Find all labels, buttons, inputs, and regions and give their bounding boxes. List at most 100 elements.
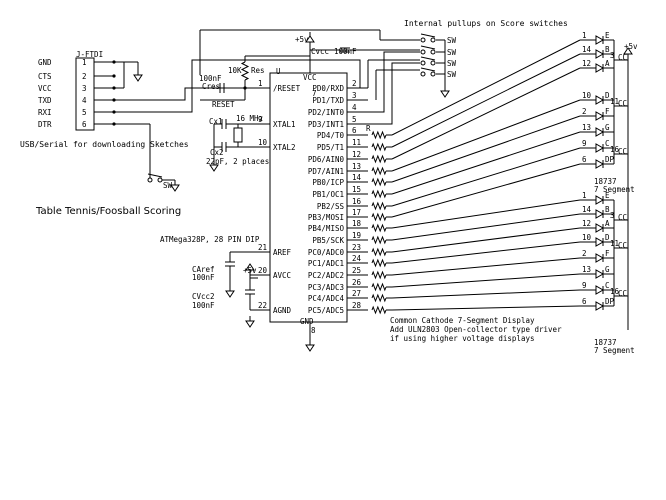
segment-pin-number: 1: [582, 31, 587, 40]
cvcc-value: 100nF: [334, 47, 357, 56]
segment-letter: C: [605, 139, 610, 148]
mcu-pin-number: 20: [258, 266, 268, 275]
reset-switch-ground: [170, 184, 180, 192]
ftdi-pin-number: 6: [82, 120, 87, 129]
segment-pin-number: 9: [582, 139, 587, 148]
mcu-chip: [269, 72, 348, 323]
mcu-pin-number: 11: [352, 138, 361, 147]
display-plus5v: +5v: [624, 42, 638, 51]
mcu-pin-number: 24: [352, 254, 362, 263]
mcu-ref: U: [276, 67, 281, 76]
segment-led: [595, 269, 605, 279]
cvcc-label: Cvcc: [311, 47, 329, 56]
segment-resistor: [371, 235, 387, 245]
segment-resistor: [371, 247, 387, 257]
reset-switch-label: SW: [163, 181, 173, 190]
switch-terminal: [420, 37, 426, 43]
segment-letter: DP: [605, 297, 615, 306]
display2-part: 18737: [594, 338, 617, 347]
mcu-pin-label: PB2/SS: [317, 202, 345, 211]
segment-led: [595, 63, 605, 73]
switch-terminal: [420, 49, 426, 55]
segment-led: [595, 159, 605, 169]
segment-letter: C: [605, 281, 610, 290]
usb-note: USB/Serial for downloading Sketches: [20, 140, 189, 149]
segment-pin-number: 12: [582, 59, 591, 68]
segment-pin-number: 13: [582, 265, 591, 274]
cc-label: CC: [618, 241, 627, 250]
mcu-part-label: ATMega328P, 28 PIN DIP: [160, 235, 260, 244]
segment-wire: [391, 213, 581, 241]
segment-wire: [391, 273, 581, 288]
aref-ground: [225, 290, 235, 298]
mcu-pin-label: PB1/OC1: [312, 190, 344, 199]
cc-pin-number: 11: [610, 239, 619, 248]
segment-letter: F: [605, 249, 610, 258]
cx1-label: Cx1: [209, 117, 223, 126]
segment-wire: [391, 53, 581, 148]
segment-led: [595, 209, 605, 219]
mcu-pin-label: AREF: [273, 248, 292, 257]
segment-letter: A: [605, 59, 610, 68]
segment-pin-number: 9: [582, 281, 587, 290]
components: PD0/RXD2PD1/TXD3PD2/INT04PD3/INT15PD4/T0…: [38, 31, 633, 352]
segment-pin-number: 2: [582, 107, 587, 116]
segment-letter: DP: [605, 155, 615, 164]
mcu-pin-number: 1: [258, 79, 263, 88]
ftdi-pin-name: DTR: [38, 120, 52, 129]
segment-led: [595, 111, 605, 121]
cx2-label: Cx2: [210, 148, 224, 157]
segment-letter: B: [605, 45, 610, 54]
mcu-pin-label: PD6/AIN0: [308, 155, 345, 164]
mcu-pin-label: PC2/ADC2: [308, 271, 344, 280]
mcu-pin-label: AVCC: [273, 271, 291, 280]
mcu-gnd-pin: 8: [311, 326, 316, 335]
avcc-ground: [245, 320, 255, 328]
switch-lever: [420, 45, 436, 50]
mcu-pin-number: 22: [258, 301, 267, 310]
mcu-pin-number: 3: [352, 91, 357, 100]
wire: [114, 59, 361, 113]
mcu-pin-number: 25: [352, 266, 361, 275]
segment-pin-number: 13: [582, 123, 591, 132]
mcu-pin-label: PD0/RXD: [312, 84, 344, 93]
ftdi-junction: [112, 74, 116, 78]
cc-label: CC: [618, 147, 627, 156]
segment-pin-number: 6: [582, 297, 587, 306]
avcc-plus5v-arrow: [245, 263, 255, 271]
ftdi-pin-name: RXI: [38, 108, 52, 117]
segment-letter: F: [605, 107, 610, 116]
mcu-vcc-pin: 7: [312, 89, 317, 98]
ftdi-pin-name: GND: [38, 58, 52, 67]
segment-pin-number: 14: [582, 205, 592, 214]
resistor-label: R: [366, 124, 371, 133]
mcu-pin-label: PD1/TXD: [312, 96, 344, 105]
note-line-1: Common Cathode 7-Segment Display: [390, 316, 535, 325]
segment-wire: [391, 199, 581, 229]
ftdi-pin-number: 3: [82, 84, 87, 93]
cc-label: CC: [618, 53, 627, 62]
mcu-pin-number: 10: [258, 138, 268, 147]
mcu-ground: [305, 344, 315, 352]
switch-terminal: [430, 49, 436, 55]
segment-resistor: [371, 223, 387, 233]
caref-label: CAref: [192, 265, 215, 274]
segment-led: [595, 49, 605, 59]
avcc-plus5v: +5v: [243, 266, 257, 275]
switch-label: SW: [447, 70, 457, 79]
segment-wire: [391, 163, 581, 218]
mcu-pin-label: PC5/ADC5: [308, 306, 344, 315]
ftdi-label: J-FTDI: [76, 50, 103, 59]
cres-value: 100nF: [199, 74, 222, 83]
crystal-label: 16 MHz: [236, 114, 263, 123]
segment-wire: [391, 115, 581, 183]
segment-letter: G: [605, 123, 610, 132]
segment-led: [595, 223, 605, 233]
segment-led: [595, 95, 605, 105]
note-line-2: Add ULN2803 Open-collector type driver: [390, 325, 562, 334]
mcu-pin-label: PD3/INT1: [308, 120, 344, 129]
mcu-pin-number: 5: [352, 115, 357, 124]
cres-label: Cres: [202, 82, 220, 91]
switch-label: SW: [447, 48, 457, 57]
vcc-plus5v: +5v: [295, 35, 309, 44]
